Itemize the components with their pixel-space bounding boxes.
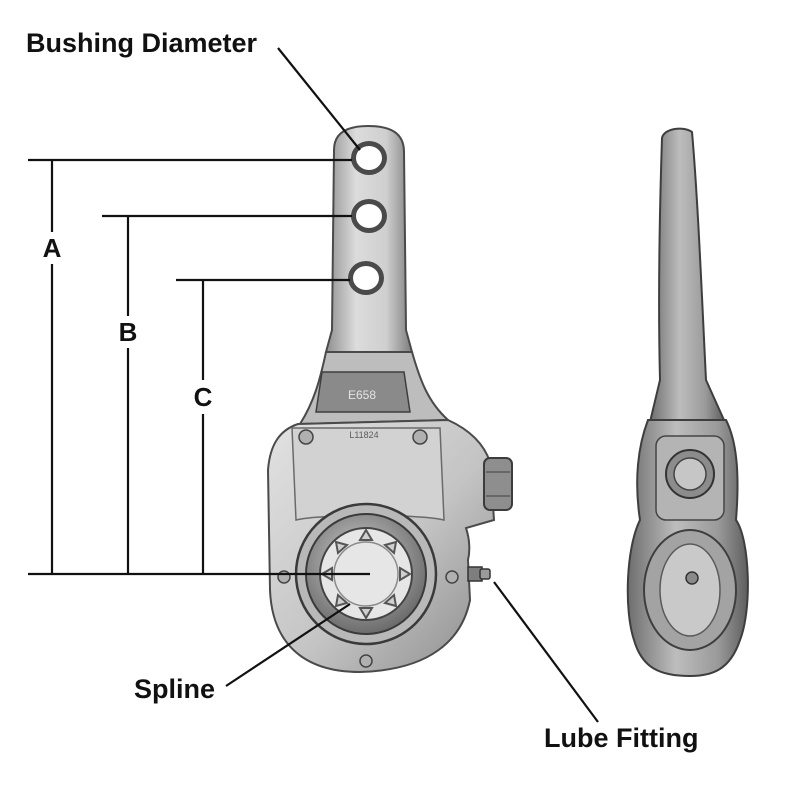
cover-screw — [412, 429, 428, 445]
slack-adjuster-side-view — [626, 127, 749, 678]
callouts: Bushing Diameter Spline Lube Fitting — [26, 28, 698, 753]
dimension-c-label: C — [194, 382, 213, 412]
side-lube-fitting — [685, 571, 699, 585]
spline-leader — [225, 603, 351, 687]
dimension-lines: A B C — [28, 158, 370, 576]
adjusting-nut — [483, 457, 513, 511]
arm-stamp-plate — [315, 371, 411, 413]
lube-fitting-label: Lube Fitting — [544, 723, 698, 753]
lube-fitting — [467, 566, 491, 582]
bushing-diameter-leader — [277, 47, 361, 151]
slack-adjuster-front-view: E658 L11824 — [266, 124, 513, 674]
bushing-hole-bottom — [348, 261, 384, 295]
spline-label: Spline — [134, 674, 215, 704]
lube-fitting-leader — [493, 581, 599, 723]
cover-screw — [359, 654, 373, 668]
bushing-diameter-label: Bushing Diameter — [26, 28, 258, 58]
arm-stamp-text: E658 — [348, 388, 376, 402]
side-arm — [648, 127, 726, 424]
dimension-a-label: A — [43, 233, 62, 263]
body-stamp-text: L11824 — [349, 430, 378, 440]
cover-screw — [298, 429, 314, 445]
dimension-b-label: B — [119, 317, 138, 347]
adjuster-arm — [324, 124, 414, 353]
cover-screw — [445, 570, 459, 584]
cover-screw — [277, 570, 291, 584]
bushing-hole-middle — [351, 199, 387, 233]
